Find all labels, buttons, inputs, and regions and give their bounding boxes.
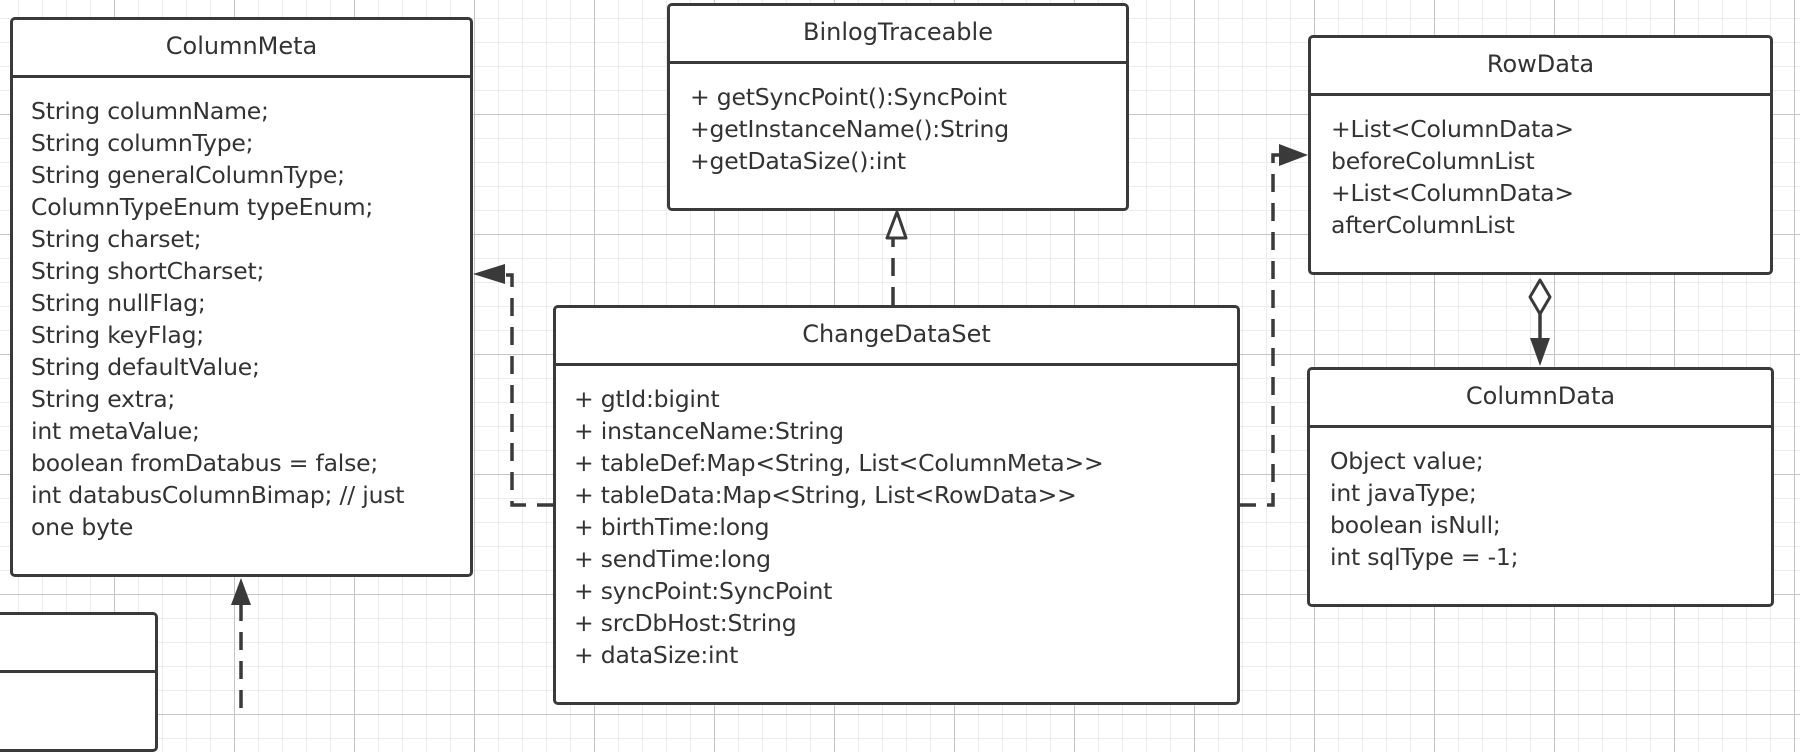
aggregation-connector-columndata bbox=[1528, 278, 1552, 366]
attribute: int javaType; bbox=[1330, 479, 1477, 507]
attribute: String shortCharset; bbox=[31, 257, 265, 285]
attribute: beforeColumnList bbox=[1331, 147, 1535, 175]
attribute: int sqlType = -1; bbox=[1330, 543, 1519, 571]
operations-compartment: + getSyncPoint():SyncPoint +getInstanceN… bbox=[670, 64, 1126, 177]
attribute: + gtId:bigint bbox=[574, 385, 720, 413]
realization-arrow-binlogtraceable bbox=[885, 210, 908, 305]
operation: +getDataSize():int bbox=[690, 147, 906, 175]
attribute: String columnType; bbox=[31, 129, 254, 157]
operation: + getSyncPoint():SyncPoint bbox=[690, 83, 1007, 111]
attribute: ColumnTypeEnum typeEnum; bbox=[31, 193, 374, 221]
attribute: + instanceName:String bbox=[574, 417, 844, 445]
attribute: + srcDbHost:String bbox=[574, 609, 797, 637]
dependency-arrow-rowdata bbox=[1238, 144, 1308, 507]
class-name: ColumnMeta bbox=[13, 20, 470, 78]
attribute: + tableDef:Map<String, List<ColumnMeta>> bbox=[574, 449, 1104, 477]
class-changedataset[interactable]: ChangeDataSet + gtId:bigint + instanceNa… bbox=[553, 305, 1240, 705]
attribute: Object value; bbox=[1330, 447, 1484, 475]
class-name: ColumnData bbox=[1310, 370, 1771, 428]
class-columnmeta[interactable]: ColumnMeta String columnName; String col… bbox=[10, 17, 473, 577]
class-name bbox=[0, 615, 155, 673]
attribute: String nullFlag; bbox=[31, 289, 206, 317]
attribute: String generalColumnType; bbox=[31, 161, 345, 189]
attributes-compartment: Object value; int javaType; boolean isNu… bbox=[1310, 428, 1771, 573]
class-name: RowData bbox=[1311, 38, 1770, 96]
attribute: String extra; bbox=[31, 385, 176, 413]
attribute: int metaValue; bbox=[31, 417, 200, 445]
attributes-compartment: + gtId:bigint + instanceName:String + ta… bbox=[556, 366, 1237, 671]
attribute: String columnName; bbox=[31, 97, 269, 125]
attribute: + sendTime:long bbox=[574, 545, 771, 573]
dependency-arrow-from-below bbox=[231, 578, 251, 708]
attribute: + tableData:Map<String, List<RowData>> bbox=[574, 481, 1077, 509]
attribute: String defaultValue; bbox=[31, 353, 260, 381]
attribute: int databusColumnBimap; // just bbox=[31, 481, 405, 509]
attribute: +List<ColumnData> bbox=[1331, 115, 1574, 143]
class-rowdata[interactable]: RowData +List<ColumnData> beforeColumnLi… bbox=[1308, 35, 1773, 275]
class-name: BinlogTraceable bbox=[670, 6, 1126, 64]
attribute: afterColumnList bbox=[1331, 211, 1515, 239]
attribute: String keyFlag; bbox=[31, 321, 205, 349]
attributes-compartment: +List<ColumnData> beforeColumnList +List… bbox=[1311, 96, 1770, 241]
attribute: +List<ColumnData> bbox=[1331, 179, 1574, 207]
attributes-compartment: String columnName; String columnType; St… bbox=[13, 78, 470, 543]
operation: +getInstanceName():String bbox=[690, 115, 1009, 143]
dependency-arrow-columnmeta bbox=[473, 264, 555, 507]
attribute: + birthTime:long bbox=[574, 513, 770, 541]
class-binlogtraceable[interactable]: BinlogTraceable + getSyncPoint():SyncPoi… bbox=[667, 3, 1129, 211]
class-partial-bottom-left[interactable] bbox=[0, 612, 158, 752]
class-columndata[interactable]: ColumnData Object value; int javaType; b… bbox=[1307, 367, 1774, 607]
attribute: + dataSize:int bbox=[574, 641, 739, 669]
attribute: + syncPoint:SyncPoint bbox=[574, 577, 833, 605]
attribute: String charset; bbox=[31, 225, 202, 253]
attribute: boolean isNull; bbox=[1330, 511, 1501, 539]
attribute: one byte bbox=[31, 513, 134, 541]
class-name: ChangeDataSet bbox=[556, 308, 1237, 366]
attribute: boolean fromDatabus = false; bbox=[31, 449, 379, 477]
relationship-connectors bbox=[231, 144, 1552, 708]
